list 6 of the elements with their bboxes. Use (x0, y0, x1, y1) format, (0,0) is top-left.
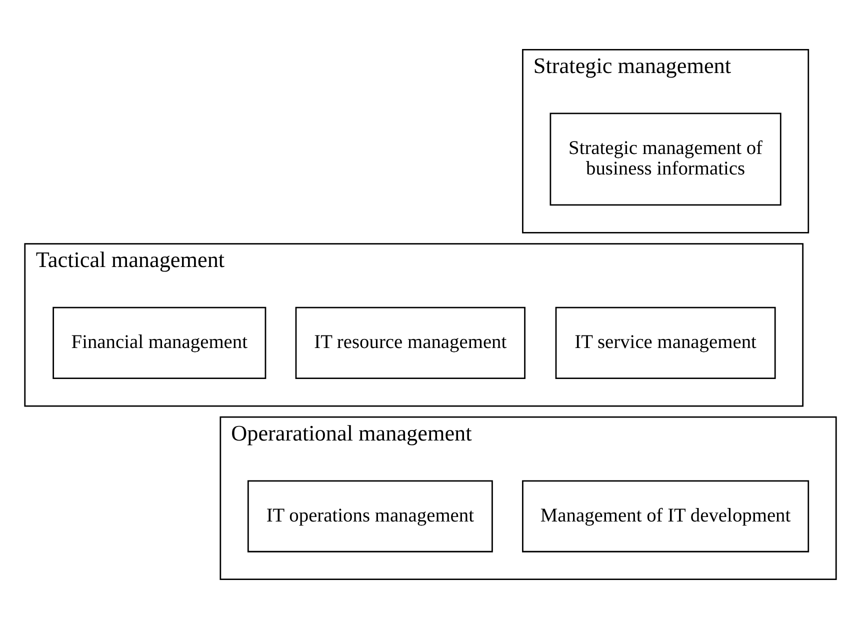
node-box: Management of IT development (522, 480, 810, 552)
node-box: IT operations management (247, 480, 493, 552)
node-box: IT service management (555, 306, 776, 378)
node-box: Strategic management of business informatics (550, 112, 782, 206)
node-box: IT resource management (295, 306, 526, 378)
node-box: Financial management (52, 306, 266, 378)
